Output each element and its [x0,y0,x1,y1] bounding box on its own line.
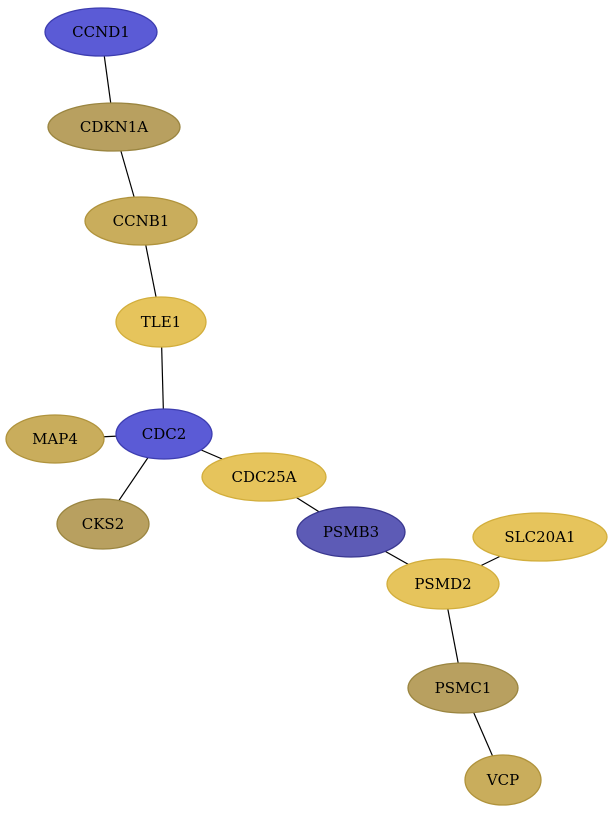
node-ellipse [201,452,327,502]
node-label: TLE1 [141,313,181,331]
node-label: CDKN1A [80,118,148,136]
node-label: PSMB3 [323,523,379,541]
node-ellipse [464,754,542,806]
node-ellipse [115,296,207,348]
node-psmc1[interactable]: PSMC1 [407,662,519,714]
node-label: CCNB1 [113,212,170,230]
node-ellipse [47,102,181,152]
node-ellipse [386,558,500,610]
node-cdc25a[interactable]: CDC25A [201,452,327,502]
node-cdc2[interactable]: CDC2 [115,408,213,460]
node-ellipse [407,662,519,714]
node-label: VCP [486,771,519,789]
node-ellipse [56,498,150,550]
node-ccnd1[interactable]: CCND1 [44,7,158,57]
node-label: CCND1 [72,23,130,41]
node-cks2[interactable]: CKS2 [56,498,150,550]
node-label: CDC2 [142,425,187,443]
node-label: PSMD2 [414,575,471,593]
node-map4[interactable]: MAP4 [5,414,105,464]
node-ellipse [5,414,105,464]
node-label: CDC25A [232,468,297,486]
node-ellipse [44,7,158,57]
node-label: MAP4 [32,430,78,448]
node-label: PSMC1 [435,679,492,697]
node-label: CKS2 [82,515,125,533]
node-ellipse [84,196,198,246]
node-vcp[interactable]: VCP [464,754,542,806]
node-cdkn1a[interactable]: CDKN1A [47,102,181,152]
node-slc20a1[interactable]: SLC20A1 [472,512,608,562]
node-label: SLC20A1 [504,528,575,546]
node-ccnb1[interactable]: CCNB1 [84,196,198,246]
node-ellipse [115,408,213,460]
node-ellipse [472,512,608,562]
node-psmd2[interactable]: PSMD2 [386,558,500,610]
node-psmb3[interactable]: PSMB3 [296,506,406,558]
node-tle1[interactable]: TLE1 [115,296,207,348]
node-ellipse [296,506,406,558]
